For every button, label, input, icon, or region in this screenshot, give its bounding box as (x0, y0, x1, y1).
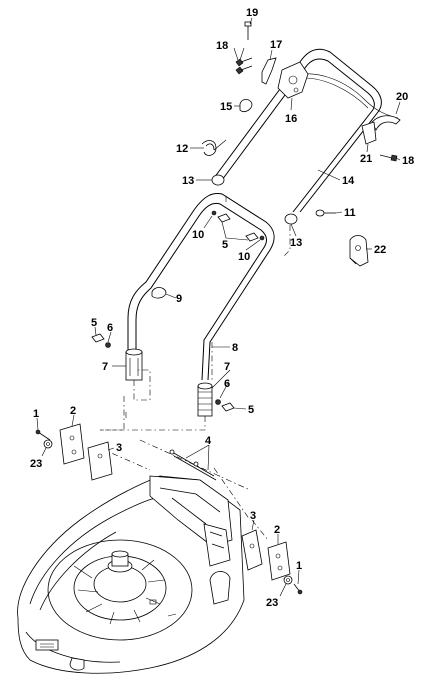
bracket-2-right (267, 541, 291, 581)
lower-tube-7-left (125, 348, 143, 381)
callout-22: 22 (374, 244, 386, 256)
cable-clip-15 (239, 99, 253, 112)
screw-1-left (35, 429, 51, 441)
bolt-11 (315, 209, 336, 217)
callout-20: 20 (396, 91, 408, 103)
screws-18-top (235, 57, 253, 75)
callout-1-right: 1 (296, 560, 302, 572)
callout-10-right: 10 (238, 251, 250, 263)
lower-tube-7-right (197, 382, 213, 417)
callout-23-left: 23 (30, 458, 42, 470)
callout-21: 21 (360, 153, 372, 165)
knob-5-left (91, 333, 111, 348)
knob-5-right (215, 399, 235, 412)
bolts-4 (169, 449, 217, 481)
callout-23-right: 23 (266, 597, 278, 609)
screw-19 (244, 21, 252, 40)
callout-6-right: 6 (224, 378, 230, 390)
callout-8: 8 (232, 342, 238, 354)
callout-5-upper: 5 (222, 239, 228, 251)
callout-7-right: 7 (224, 361, 230, 373)
knob-21 (361, 121, 377, 145)
middle-handle (127, 193, 275, 381)
callout-2-right: 2 (274, 524, 280, 536)
callout-19: 19 (246, 7, 258, 19)
callout-6-left: 6 (107, 322, 113, 334)
callout-1-left: 1 (33, 408, 39, 420)
callout-18-top: 18 (216, 40, 228, 52)
callout-14: 14 (342, 175, 355, 187)
callout-11: 11 (344, 207, 356, 219)
leader-lines (36, 17, 401, 597)
bracket-22 (349, 235, 369, 267)
mower-deck (17, 475, 245, 674)
cable-clip-9 (151, 287, 167, 299)
callouts: 19 18 17 16 15 20 12 21 18 13 14 11 10 5… (30, 7, 414, 609)
washer-23-left (43, 439, 53, 449)
callout-9: 9 (176, 293, 182, 305)
upper-handle (213, 48, 399, 213)
control-housing (277, 61, 309, 99)
callout-2-left: 2 (70, 405, 76, 417)
bracket-3-right (241, 529, 263, 571)
callout-18-right: 18 (402, 155, 414, 167)
screw-1-right (293, 583, 303, 595)
callout-15: 15 (220, 101, 232, 113)
callout-13-left: 13 (182, 175, 194, 187)
knob-5-upper (211, 210, 265, 242)
washer-23-right (283, 575, 293, 585)
lever (261, 57, 277, 85)
callout-17: 17 (270, 39, 282, 51)
screw-18-right (379, 154, 398, 162)
callout-12: 12 (176, 143, 188, 155)
cable-bracket-20 (371, 115, 401, 131)
sleeve-13-right (284, 213, 298, 225)
callout-3-right: 3 (250, 510, 256, 522)
callout-13-right: 13 (290, 237, 302, 249)
bracket-2-left (59, 423, 85, 465)
callout-16: 16 (285, 113, 297, 125)
callout-5-right: 5 (248, 404, 254, 416)
callout-7-left: 7 (102, 361, 108, 373)
sleeve-13-left (211, 174, 225, 186)
bracket-3-left (87, 441, 113, 481)
callout-10-left: 10 (192, 229, 204, 241)
callout-4: 4 (205, 435, 212, 447)
cable-clip-12 (201, 140, 217, 156)
callout-5-left: 5 (91, 317, 97, 329)
callout-3-left: 3 (116, 442, 122, 454)
